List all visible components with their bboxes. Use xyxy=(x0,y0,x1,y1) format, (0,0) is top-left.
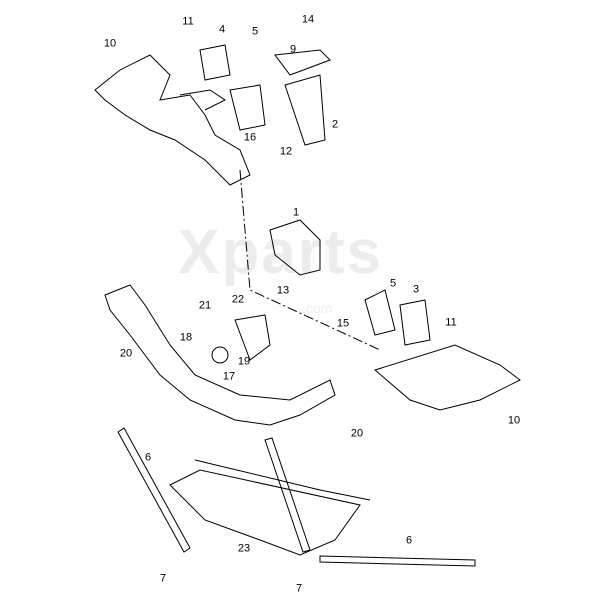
callout-7b[interactable]: 7 xyxy=(295,582,303,595)
callout-11[interactable]: 11 xyxy=(182,15,194,28)
callout-6b[interactable]: 6 xyxy=(405,534,413,547)
callout-11b[interactable]: 11 xyxy=(445,316,457,329)
callout-14[interactable]: 14 xyxy=(301,13,315,26)
callout-10[interactable]: 10 xyxy=(103,37,117,50)
callout-23[interactable]: 23 xyxy=(237,542,251,555)
callout-15[interactable]: 15 xyxy=(336,317,350,330)
callout-2[interactable]: 2 xyxy=(331,118,339,131)
watermark-sub: .com xyxy=(302,300,333,316)
callout-19[interactable]: 19 xyxy=(237,355,251,368)
right-subframe xyxy=(373,344,521,411)
braces xyxy=(117,427,476,567)
callout-10b[interactable]: 10 xyxy=(507,414,521,427)
upper-subframe xyxy=(94,44,331,186)
engine-mount xyxy=(269,219,431,346)
callout-20[interactable]: 20 xyxy=(119,347,133,360)
callout-22[interactable]: 22 xyxy=(231,293,245,306)
callout-4[interactable]: 4 xyxy=(218,23,226,36)
assembly-line xyxy=(239,169,381,351)
callout-18[interactable]: 18 xyxy=(179,331,193,344)
callout-13[interactable]: 13 xyxy=(276,284,290,297)
callout-1[interactable]: 1 xyxy=(292,206,300,219)
callout-6[interactable]: 6 xyxy=(144,451,152,464)
callout-5[interactable]: 5 xyxy=(251,25,259,38)
callout-3[interactable]: 3 xyxy=(412,283,420,296)
callout-9[interactable]: 9 xyxy=(289,43,297,56)
callout-21[interactable]: 21 xyxy=(198,299,212,312)
watermark: Xparts xyxy=(178,218,383,287)
crossmember xyxy=(104,284,336,426)
callout-20b[interactable]: 20 xyxy=(350,427,364,440)
callout-5b[interactable]: 5 xyxy=(389,277,397,290)
callout-17[interactable]: 17 xyxy=(222,370,236,383)
callout-16[interactable]: 16 xyxy=(243,131,257,144)
callout-12[interactable]: 12 xyxy=(279,145,293,158)
callout-7[interactable]: 7 xyxy=(159,572,167,585)
